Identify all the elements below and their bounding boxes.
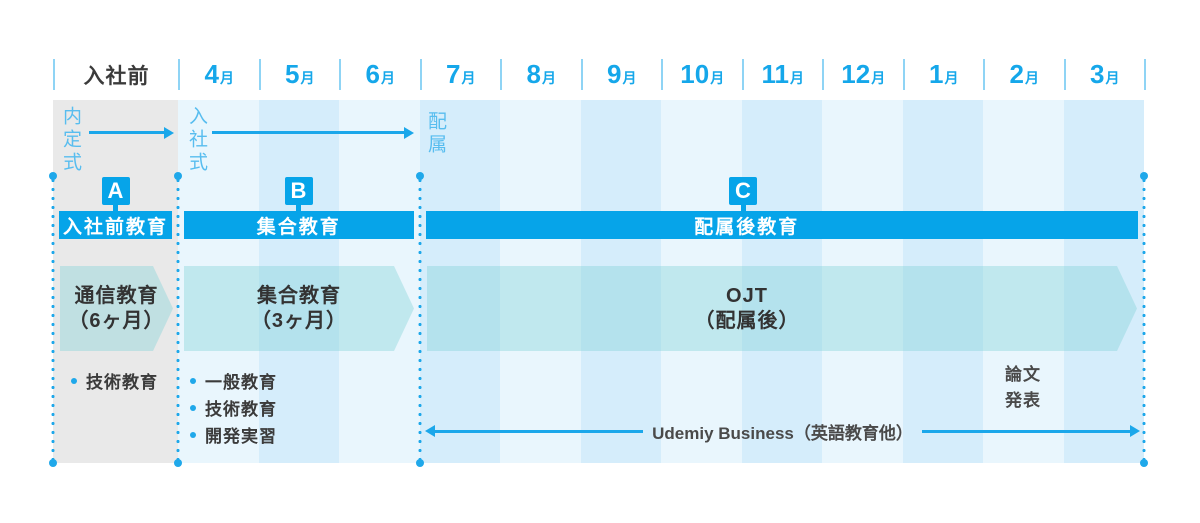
header-cell-mar: 3月 xyxy=(1063,59,1145,90)
dotted-separator-b-c xyxy=(415,172,424,467)
nyusha-ceremony-label: 入社式 xyxy=(186,106,207,175)
header-cell-may: 5月 xyxy=(258,59,340,90)
header-cell-oct: 10月 xyxy=(661,59,742,90)
dotted-separator-right xyxy=(1140,172,1148,467)
arrow-left-icon xyxy=(425,425,435,437)
header-cell-jan: 1月 xyxy=(902,59,984,90)
section-b-bullet-list: 一般教育 技術教育 開発実習 xyxy=(190,367,277,448)
haizoku-label: 配属 xyxy=(425,111,446,157)
section-a-bar: 入社前教育 xyxy=(59,211,172,239)
chevron-b-line2: （3ヶ月） xyxy=(250,309,348,332)
correspondence-training-arrow: 通信教育 （6ヶ月） xyxy=(60,266,173,351)
section-c-bar: 配属後教育 xyxy=(425,211,1138,239)
column-bg-dec xyxy=(822,100,903,463)
chevron-c-line1: OJT xyxy=(726,284,768,307)
arrow-line-left xyxy=(435,429,644,433)
chevron-a-line2: （6ヶ月） xyxy=(68,309,165,332)
column-bg-jan xyxy=(902,100,983,463)
header-cell-jul: 7月 xyxy=(419,59,501,90)
header-cell-sep: 9月 xyxy=(580,59,662,90)
header-cell-pre: 入社前 xyxy=(53,59,178,90)
header-cell-nov: 11月 xyxy=(741,59,823,90)
chevron-c-line2: （配属後） xyxy=(694,309,800,332)
udemy-business-label: Udemiy Business（英語教育他） xyxy=(652,423,913,443)
chevron-b-line1: 集合教育 xyxy=(257,284,341,307)
thesis-presentation-note: 論文 発表 xyxy=(983,362,1063,414)
timeline-header: 入社前 4月 5月 6月 7月 8月 9月 10月 11月 12月 1月 2月 … xyxy=(53,59,1146,90)
section-c-badge: C xyxy=(729,177,757,213)
chevron-a-line1: 通信教育 xyxy=(74,284,159,307)
column-bg-mar xyxy=(1063,100,1144,463)
ojt-arrow: OJT （配属後） xyxy=(427,266,1137,351)
column-bg-aug xyxy=(500,100,581,463)
column-bg-sep xyxy=(580,100,661,463)
header-cell-feb: 2月 xyxy=(983,59,1064,90)
list-item: 技術教育 xyxy=(190,394,277,421)
column-stripes xyxy=(53,100,1144,463)
list-item: 開発実習 xyxy=(190,421,277,448)
dotted-separator-left xyxy=(49,172,57,467)
header-cell-dec: 12月 xyxy=(822,59,903,90)
udemy-business-arrow: Udemiy Business（英語教育他） xyxy=(425,422,1141,443)
header-end-tick xyxy=(1144,59,1146,90)
arrow-line-right xyxy=(921,429,1131,433)
naitei-to-nyusha-arrow-icon xyxy=(89,126,174,139)
section-a-badge: A xyxy=(101,177,130,213)
thesis-line2: 発表 xyxy=(1005,391,1041,410)
list-item: 一般教育 xyxy=(190,367,277,394)
column-bg-jul xyxy=(419,100,500,463)
column-bg-pre xyxy=(53,100,178,463)
column-bg-oct xyxy=(661,100,742,463)
nyusha-to-haizoku-arrow-icon xyxy=(212,126,414,139)
section-a-bullet-list: 技術教育 xyxy=(71,367,158,394)
column-bg-nov xyxy=(741,100,822,463)
header-cell-apr: 4月 xyxy=(178,59,259,90)
pre-join-label: 入社前 xyxy=(83,64,150,88)
list-item: 技術教育 xyxy=(71,367,158,394)
arrow-right-icon xyxy=(1130,425,1141,437)
header-cell-jun: 6月 xyxy=(339,59,420,90)
column-bg-jun xyxy=(339,100,420,463)
section-b-badge: B xyxy=(284,177,313,213)
section-b-bar: 集合教育 xyxy=(184,211,414,239)
header-cell-aug: 8月 xyxy=(500,59,581,90)
naitei-ceremony-label: 内定式 xyxy=(60,106,81,175)
thesis-line1: 論文 xyxy=(1005,365,1041,384)
group-training-arrow: 集合教育 （3ヶ月） xyxy=(184,266,414,351)
column-bg-feb xyxy=(983,100,1064,463)
dotted-separator-a-b xyxy=(174,172,182,467)
